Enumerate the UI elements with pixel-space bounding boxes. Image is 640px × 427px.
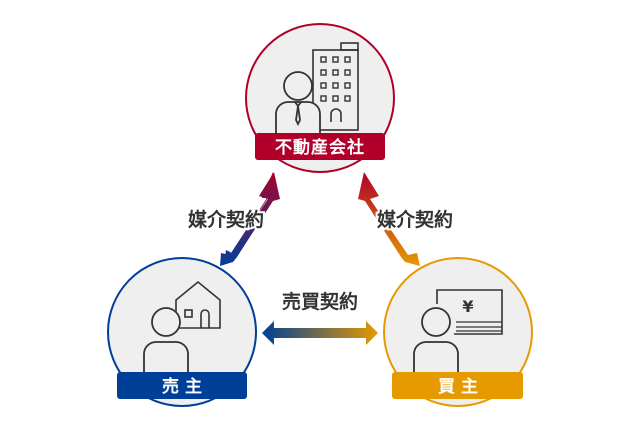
node-agency: 不動産会社 [245, 23, 395, 173]
yen-icon: ¥ [462, 297, 473, 316]
arrow-seller-agency [220, 172, 280, 266]
node-label-buyer: 買 主 [438, 376, 478, 397]
person-icon [413, 307, 459, 374]
node-seller: 売 主 [107, 257, 257, 407]
businessman-icon [275, 71, 321, 134]
node-buyer: ¥ 買 主 [383, 257, 533, 407]
edge-label-seller-buyer: 売買契約 [282, 290, 358, 313]
money-icon: ¥ [436, 289, 503, 335]
node-label-agency: 不動産会社 [275, 137, 365, 158]
arrow-buyer-agency [358, 172, 420, 266]
building-icon [312, 42, 359, 131]
edge-label-seller-agency: 媒介契約 [188, 208, 264, 231]
edge-label-buyer-agency: 媒介契約 [377, 208, 453, 231]
node-label-seller: 売 主 [162, 376, 202, 397]
arrow-seller-buyer [262, 321, 378, 345]
person-icon [143, 307, 189, 374]
